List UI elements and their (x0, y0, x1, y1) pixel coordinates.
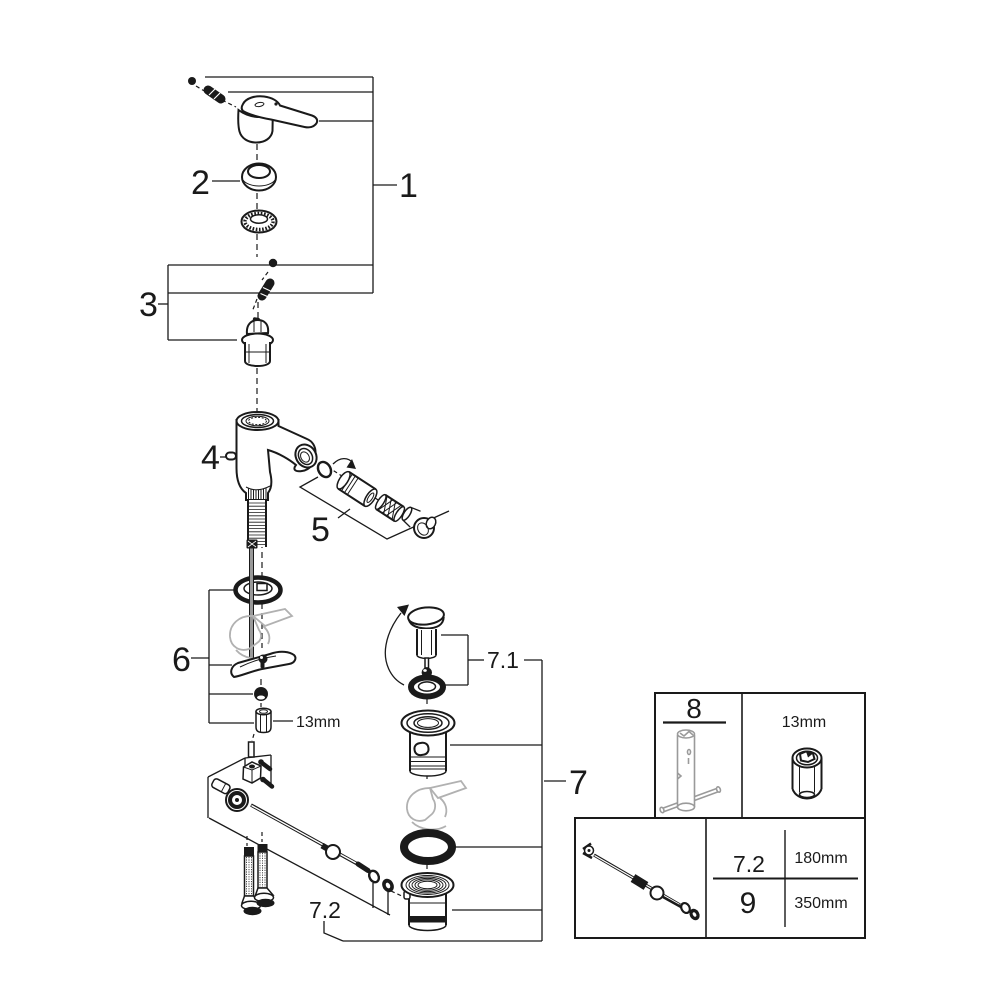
tool-part-label: 8 (686, 693, 702, 724)
callout-bracket-7-2 (208, 817, 391, 942)
outlet-piece (401, 506, 437, 539)
handle-cap-ring (241, 162, 277, 192)
lift-rod-7-2 (250, 803, 394, 893)
ghost-clamp-lower (406, 779, 468, 831)
aerator-arrow (332, 457, 356, 469)
callout-label-3: 3 (139, 286, 158, 324)
socket-wrench-tool-icon (659, 729, 722, 814)
rod-row2-part: 9 (740, 887, 757, 920)
hex-nut-size-label: 13mm (296, 714, 340, 731)
mounting-washer (225, 788, 249, 812)
callout-label-4: 4 (201, 439, 220, 477)
mounting-pin (247, 741, 255, 758)
aerator-mesh (374, 493, 406, 523)
rod-table (574, 817, 866, 939)
callout-label-7-1: 7.1 (487, 647, 519, 673)
handle-dome-ring (240, 209, 278, 234)
callout-label-5: 5 (311, 511, 330, 549)
rod-ball-joint (254, 687, 268, 701)
callout-bracket-6 (191, 589, 254, 724)
drain-body-lower (400, 872, 455, 932)
callout-label-1: 1 (399, 167, 418, 205)
lift-rod-icon (582, 842, 700, 921)
mounting-cylinder (211, 778, 231, 795)
callout-label-6: 6 (172, 641, 191, 679)
rod-row1-part: 7.2 (733, 851, 765, 877)
callout-bracket-1 (205, 76, 397, 293)
drain-gasket (400, 829, 456, 865)
drain-body-upper (400, 709, 456, 777)
mounting-screws (258, 759, 275, 789)
hex-nut-13mm (255, 707, 272, 734)
rod-row1-length: 180mm (794, 850, 847, 867)
hex-socket-icon (791, 747, 823, 800)
faucet-body (225, 411, 318, 501)
rotation-arrow (384, 604, 409, 686)
threaded-shank (246, 500, 267, 549)
pull-rod (249, 547, 254, 659)
supply-hoses (240, 844, 275, 916)
escutcheon-gasket (233, 575, 283, 605)
cartridge (241, 317, 274, 368)
handle-screw (188, 77, 226, 104)
popup-plug (407, 606, 445, 678)
rod-row2-length: 350mm (794, 895, 847, 912)
plug-o-ring (408, 674, 446, 700)
table-labels: 8 13mm 7.2 180mm 9 350mm (686, 693, 847, 920)
lever-handle (237, 95, 319, 144)
callout-label-2: 2 (191, 164, 210, 202)
centerlines (195, 85, 428, 898)
hook-lever (230, 650, 297, 679)
cartridge-screw (257, 258, 278, 301)
aerator-o-ring (316, 460, 333, 479)
callout-label-7: 7 (569, 764, 588, 802)
flow-insert (336, 470, 378, 508)
callout-label-7-2: 7.2 (309, 897, 341, 923)
callout-bracket-7 (343, 660, 566, 942)
callout-bracket-7-1 (441, 634, 542, 686)
callout-labels: 1 2 3 4 5 6 7 7.1 7.2 13mm (139, 164, 588, 923)
mounting-nut (242, 761, 262, 784)
tool-table (654, 692, 866, 819)
socket-size-label: 13mm (782, 714, 826, 731)
